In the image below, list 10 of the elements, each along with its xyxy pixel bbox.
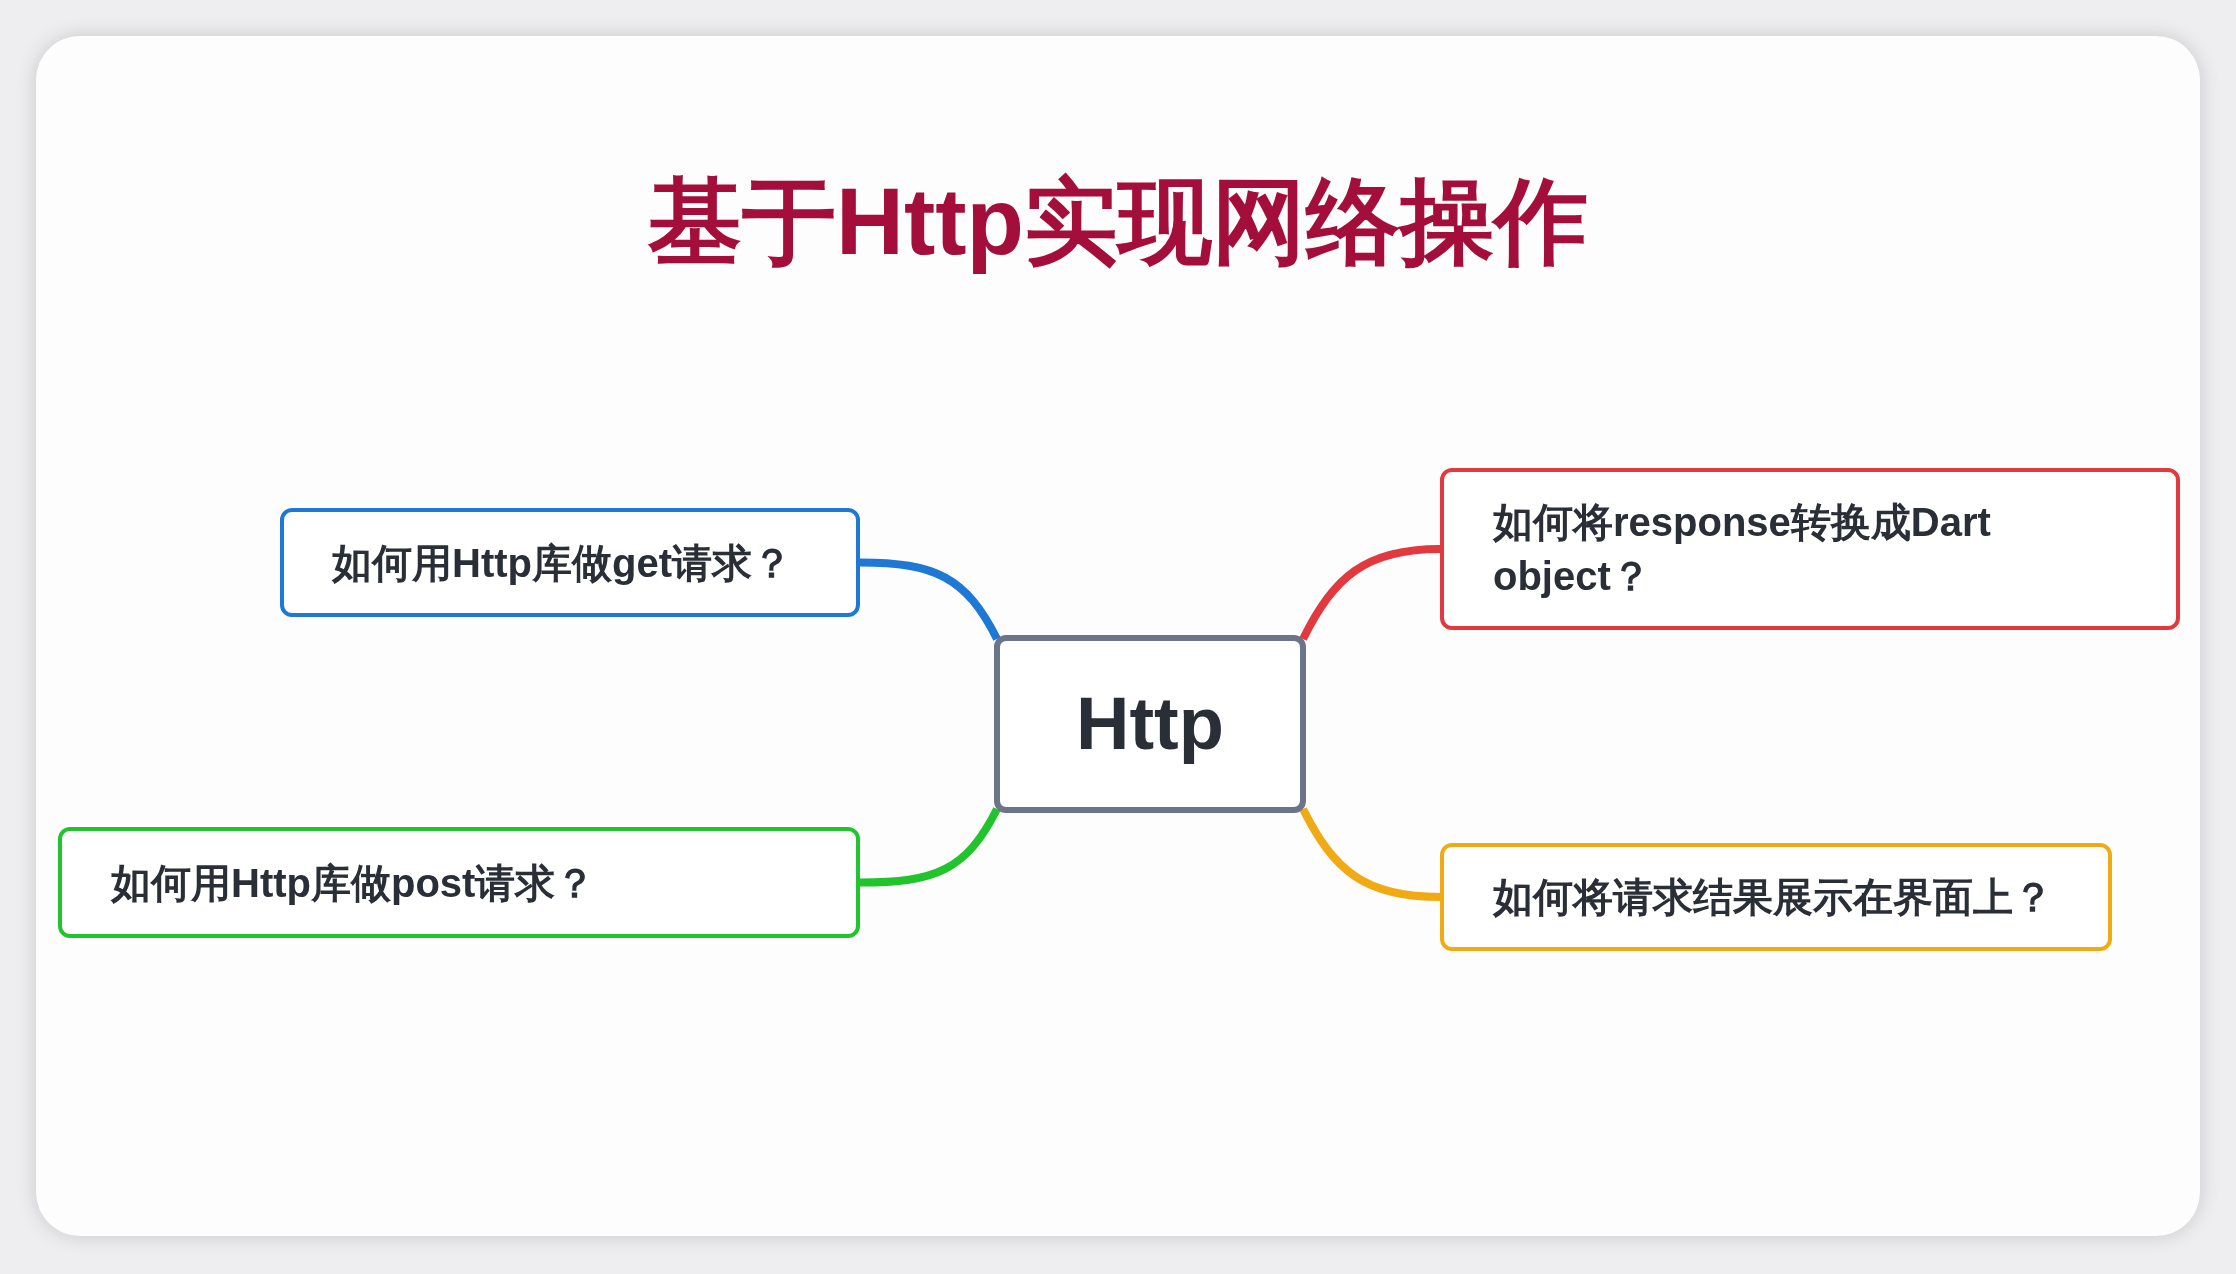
topic-box: 如何用Http库做get请求？ bbox=[280, 508, 860, 617]
branch-line bbox=[859, 807, 1001, 887]
topic-box: 如何将请求结果展示在界面上？ bbox=[1440, 843, 2112, 951]
title: 基于Http实现网络操作 bbox=[648, 168, 1588, 276]
branch-line bbox=[1299, 545, 1441, 641]
branch-line bbox=[859, 558, 1001, 641]
branch-line bbox=[1299, 807, 1441, 901]
topic-box: 如何将response转换成Dart object？ bbox=[1440, 468, 2180, 630]
topic-box: 如何用Http库做post请求？ bbox=[58, 827, 860, 938]
central-topic-box: Http bbox=[994, 635, 1306, 813]
